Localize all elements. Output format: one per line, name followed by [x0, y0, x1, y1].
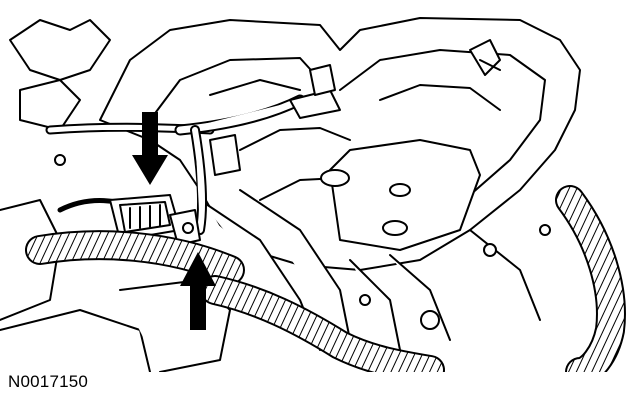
arrow-down-callout: [132, 112, 168, 185]
fasteners: [54, 154, 551, 330]
plenum-housing: [320, 39, 501, 251]
engine-line-drawing: [0, 17, 626, 372]
figure-id-label: N0017150: [8, 372, 89, 391]
arrow-up-callout: [180, 252, 216, 330]
convoluted-tube-right: [555, 185, 626, 372]
convoluted-tube-left: [25, 230, 245, 285]
electrical-connector: [109, 194, 201, 246]
convoluted-tube-center: [200, 275, 445, 372]
